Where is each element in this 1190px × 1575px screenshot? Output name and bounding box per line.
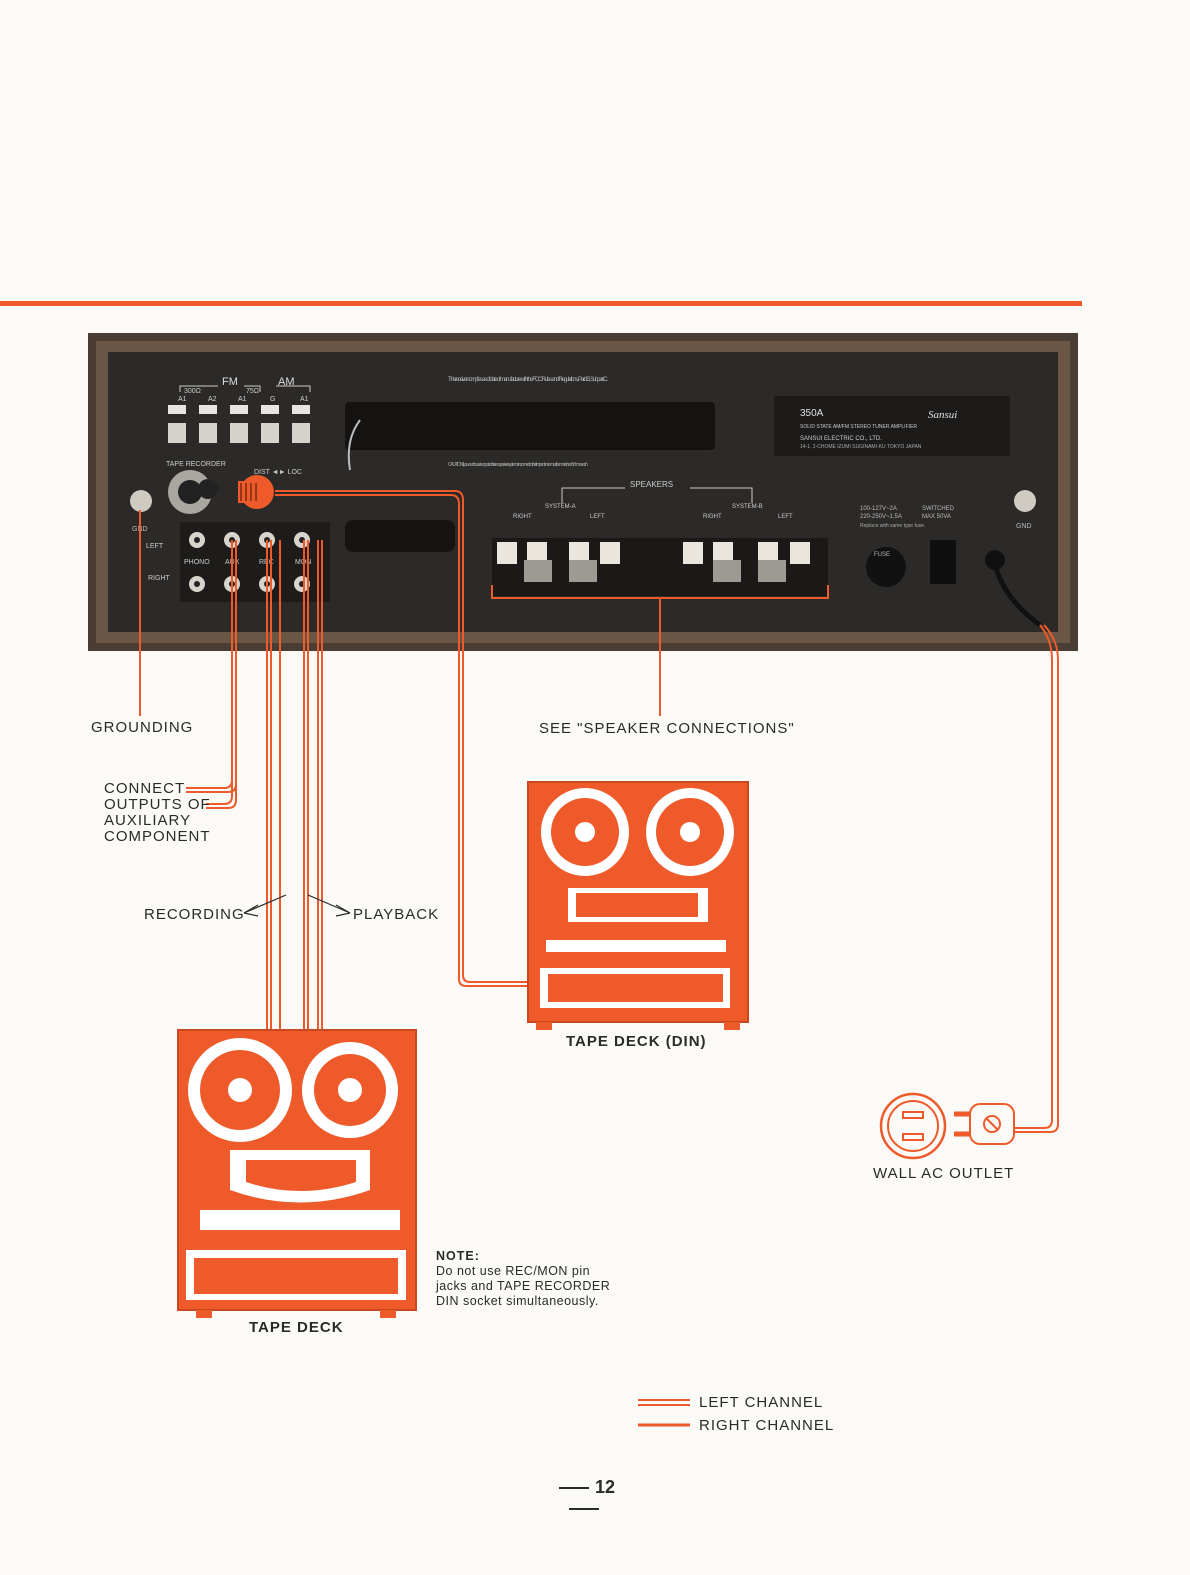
system-b-label: SYSTEM-B bbox=[732, 504, 763, 510]
sys-b-right-label: RIGHT bbox=[703, 514, 722, 520]
speaker-wire bbox=[491, 585, 829, 716]
fm-label: FM bbox=[222, 376, 238, 388]
term-g: G bbox=[270, 396, 275, 403]
phono-label: PHONO bbox=[184, 559, 210, 566]
brand-label: Sansui bbox=[928, 409, 957, 421]
sys-a-right-label: RIGHT bbox=[513, 514, 532, 520]
connect-label-1: CONNECT bbox=[104, 780, 186, 797]
tape-deck-illustration bbox=[177, 1029, 417, 1318]
legend-right-channel: RIGHT CHANNEL bbox=[699, 1417, 835, 1434]
page-number-value: 12 bbox=[594, 1477, 616, 1497]
maker-address: 14-1, 2-CHOME IZUMI SUGINAMI-KU TOKYO JA… bbox=[800, 444, 922, 450]
ac-outlet-panel bbox=[930, 540, 956, 584]
legend-left-line bbox=[638, 1399, 690, 1406]
gnd-terminal-left[interactable] bbox=[130, 490, 152, 512]
tape-deck-din-illustration bbox=[527, 781, 749, 1030]
din-plug bbox=[238, 475, 274, 509]
rec-play-arrows bbox=[243, 894, 351, 917]
gnd-terminal-right[interactable] bbox=[1014, 490, 1036, 512]
term-a1b: A1 bbox=[238, 396, 247, 403]
right-row-label: RIGHT bbox=[148, 575, 171, 582]
left-row-label: LEFT bbox=[146, 543, 164, 550]
recording-label: RECORDING bbox=[144, 906, 245, 923]
tape-deck-caption: TAPE DECK bbox=[249, 1319, 344, 1336]
term-a1: A1 bbox=[178, 396, 187, 403]
sys-a-left-label: LEFT bbox=[590, 514, 605, 520]
note-heading: NOTE: bbox=[436, 1249, 480, 1263]
power-wire bbox=[1015, 624, 1053, 1129]
wall-outlet-illustration bbox=[879, 1092, 1015, 1160]
model-desc: SOLID STATE AM/FM STEREO TUNER AMPLIFIER bbox=[800, 424, 917, 430]
maker-label: SANSUI ELECTRIC CO., LTD. bbox=[800, 436, 882, 442]
switched-label: SWITCHED bbox=[922, 506, 955, 512]
ohm300-label: 300Ω bbox=[184, 388, 201, 395]
tape-recorder-label: TAPE RECORDER bbox=[166, 461, 226, 468]
speakers-label: SPEAKERS bbox=[630, 480, 673, 489]
legend bbox=[638, 1399, 690, 1427]
model-label: 350A bbox=[800, 408, 824, 419]
system-a-label: SYSTEM-A bbox=[545, 504, 576, 510]
connect-label-3: AUXILIARY bbox=[104, 812, 192, 829]
page-number: 12 bbox=[534, 1477, 634, 1519]
caution-text: CAUTION: If you want to use two pairs of… bbox=[448, 462, 588, 468]
heatsink bbox=[345, 402, 715, 450]
sys-b-left-label: LEFT bbox=[778, 514, 793, 520]
dist-loc-label: DIST ◄► LOC bbox=[254, 469, 302, 476]
speaker-terminals: SPEAKERS SYSTEM-A SYSTEM-B RIGHT LEFT RI… bbox=[492, 480, 828, 596]
power-cord bbox=[992, 564, 1042, 628]
connection-wires bbox=[139, 490, 1059, 1133]
wall-outlet-caption: WALL AC OUTLET bbox=[873, 1165, 1015, 1182]
aux-wire bbox=[206, 584, 237, 809]
tape-deck-din-caption: TAPE DECK (DIN) bbox=[566, 1033, 707, 1050]
antenna-terminals: FM AM 300Ω 75Ω A1 A2 A1 G A1 bbox=[168, 376, 311, 443]
power-text-2: 220-250V~1.5A bbox=[860, 514, 902, 520]
note-line-1: Do not use REC/MON pin bbox=[436, 1264, 591, 1278]
ohm75-label: 75Ω bbox=[246, 388, 259, 395]
model-plate: 350A Sansui SOLID STATE AM/FM STEREO TUN… bbox=[774, 396, 1010, 456]
gnd-label-right: GND bbox=[1016, 523, 1032, 530]
fuse-label: FUSE bbox=[874, 552, 890, 558]
fuse-note: Replace with same type fuse. bbox=[860, 523, 925, 529]
din-wire bbox=[275, 490, 530, 983]
top-rule bbox=[0, 301, 1082, 306]
fuse-holder[interactable] bbox=[866, 547, 906, 587]
term-a2: A2 bbox=[208, 396, 217, 403]
max-va-label: MAX 50VA bbox=[922, 514, 951, 520]
see-speaker-connections-label: SEE "SPEAKER CONNECTIONS" bbox=[539, 720, 795, 737]
note-line-3: DIN socket simultaneously. bbox=[436, 1294, 599, 1308]
compliance-text: This receiver complies as of date of man… bbox=[448, 377, 608, 383]
power-text-1: 100-127V~2A bbox=[860, 506, 897, 512]
connect-label-4: COMPONENT bbox=[104, 828, 211, 845]
note-line-2: jacks and TAPE RECORDER bbox=[436, 1279, 611, 1293]
playback-label: PLAYBACK bbox=[353, 906, 440, 923]
legend-left-channel: LEFT CHANNEL bbox=[699, 1394, 824, 1411]
note-block: NOTE: Do not use REC/MON pin jacks and T… bbox=[436, 1249, 610, 1309]
am-label: AM bbox=[278, 376, 295, 388]
term-a1c: A1 bbox=[300, 396, 309, 403]
connect-label-2: OUTPUTS OF bbox=[104, 796, 211, 813]
grounding-label: GROUNDING bbox=[91, 719, 194, 736]
